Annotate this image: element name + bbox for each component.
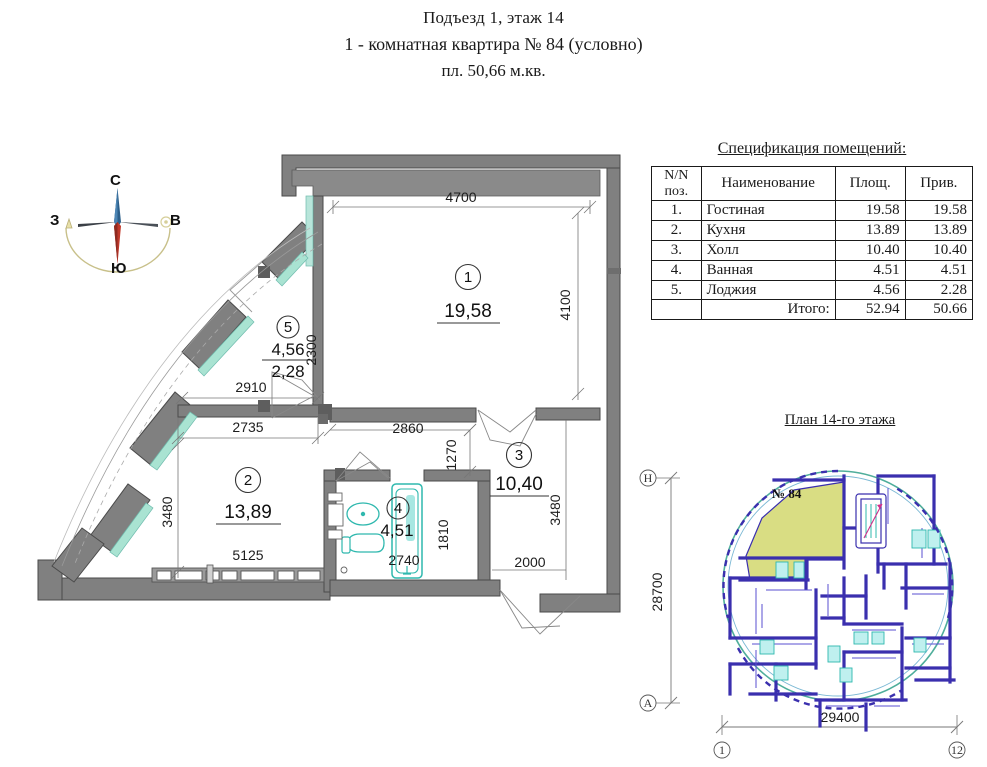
- floor-plan-thumbnail[interactable]: [722, 469, 956, 732]
- cell-name: Гостиная: [700, 200, 836, 222]
- axis-label-left: 1: [719, 743, 725, 757]
- room-3-badge: [505, 441, 533, 469]
- building-axis-dimensions: 28700 Н А 29400 1 12: [639, 469, 966, 759]
- axis-label-top: Н: [644, 471, 653, 485]
- dim-tub-length: 1810: [435, 519, 451, 550]
- room-3-area: 10,40: [495, 474, 543, 495]
- dim-hall-top: 2860: [392, 420, 423, 436]
- compass-needle-icon: [65, 188, 172, 273]
- axis-label-bottom: А: [644, 696, 653, 710]
- room-2-number: 2: [244, 472, 252, 489]
- dim-living-height: 4100: [557, 289, 573, 320]
- compass-label-south: Ю: [111, 260, 127, 277]
- axis-marker-bottom: [639, 694, 657, 712]
- room-4-number: 4: [394, 500, 402, 517]
- dim-building-horizontal: 29400: [821, 709, 860, 725]
- title-line-area: пл. 50,66 м.кв.: [441, 61, 546, 80]
- cell-total-reduced: 50.66: [904, 299, 974, 321]
- specification-title: Спецификация помещений:: [717, 140, 907, 157]
- header-position-line2: поз.: [664, 183, 689, 199]
- dim-bath-depth: 1270: [443, 439, 459, 470]
- room-2-badge: [234, 466, 262, 494]
- room-1-area: 19,58: [444, 301, 492, 322]
- plan-dimensions: [171, 200, 597, 580]
- room-1-number: 1: [464, 269, 472, 286]
- compass-label-west: З: [50, 212, 60, 229]
- cell-reduced: 2.28: [904, 279, 974, 301]
- cell-total-area: 52.94: [834, 299, 906, 321]
- header-area: Площ.: [834, 165, 906, 202]
- cell-total-label: Итого:: [700, 299, 836, 321]
- cell-name: Лоджия: [700, 279, 836, 301]
- compass-label-north: С: [110, 172, 121, 189]
- plan-doors: [229, 261, 581, 635]
- room-5-area-reduced: 2,28: [271, 362, 304, 381]
- header-name: Наименование: [700, 165, 836, 202]
- specification-panel: Спецификация помещений: N/N поз. Наимено…: [651, 140, 974, 321]
- cell-area: 4.56: [834, 279, 906, 301]
- axis-marker-left: [713, 741, 731, 759]
- header-position-line1: N/N: [664, 168, 689, 183]
- curved-facade-pillars: [51, 221, 319, 583]
- dim-living-width: 4700: [445, 189, 476, 205]
- cell-area: 4.51: [834, 259, 906, 281]
- plan-walls: [37, 154, 621, 613]
- dim-loggia-height: 2300: [303, 334, 319, 365]
- floor-plan-apartment-label: № 84: [772, 486, 802, 501]
- dim-kitchen-top: 2735: [232, 419, 263, 435]
- floor-plan-title: План 14-го этажа: [784, 412, 896, 428]
- title-block: Подъезд 1, этаж 14 1 - комнатная квартир…: [0, 8, 987, 81]
- room-5-badge: [276, 315, 300, 339]
- cell-area: 10.40: [834, 239, 906, 261]
- floor-plan-thumbnail-panel: План 14-го этажа № 84: [700, 412, 980, 702]
- room-1-badge: [454, 263, 482, 291]
- title-line-entrance-floor: Подъезд 1, этаж 14: [423, 8, 564, 27]
- dim-kitchen-height: 3480: [159, 496, 175, 527]
- specification-table: N/N поз. Наименование Площ. Прив. 1.Гост…: [651, 165, 974, 321]
- dim-hall-height: 3480: [547, 494, 563, 525]
- cell-name: Холл: [700, 239, 836, 261]
- plan-glazing: [109, 195, 314, 558]
- dim-loggia-width: 2910: [235, 379, 266, 395]
- dim-hall-bottom: 2000: [514, 554, 545, 570]
- compass-rose: С Ю З В: [48, 172, 188, 284]
- cell-reduced: 13.89: [904, 220, 974, 241]
- room-5-number: 5: [284, 319, 292, 336]
- table-header-row: N/N поз. Наименование Площ. Прив.: [651, 165, 974, 202]
- room-4-area: 4,51: [380, 521, 413, 540]
- room-4-badge: [386, 496, 410, 520]
- title-line-apartment: 1 - комнатная квартира № 84 (условно): [344, 34, 643, 54]
- facade-guide-arcs: [53, 227, 323, 567]
- cell-reduced: 4.51: [904, 259, 974, 281]
- axis-marker-right: [948, 741, 966, 759]
- axis-label-right: 12: [951, 743, 963, 757]
- axis-marker-top: [639, 469, 657, 487]
- header-position: N/N поз.: [651, 165, 702, 202]
- header-reduced: Прив.: [904, 165, 974, 202]
- dim-building-vertical: 28700: [649, 572, 665, 611]
- dim-bath-width: 2740: [388, 552, 419, 568]
- plan-dimension-labels: 4700 4100 2910 2300 2735 3480 5125 2860 …: [159, 189, 573, 570]
- compass-label-east: В: [170, 212, 181, 229]
- room-labels: 1 19,58 2 13,89 3 10,40 4 4,51 5 4,56 2,…: [216, 263, 549, 540]
- cell-reduced: 10.40: [904, 239, 974, 261]
- room-3-number: 3: [515, 447, 523, 464]
- room-5-area-total: 4,56: [271, 340, 304, 359]
- dim-kitchen-bottom: 5125: [232, 547, 263, 563]
- room-2-area: 13,89: [224, 502, 272, 523]
